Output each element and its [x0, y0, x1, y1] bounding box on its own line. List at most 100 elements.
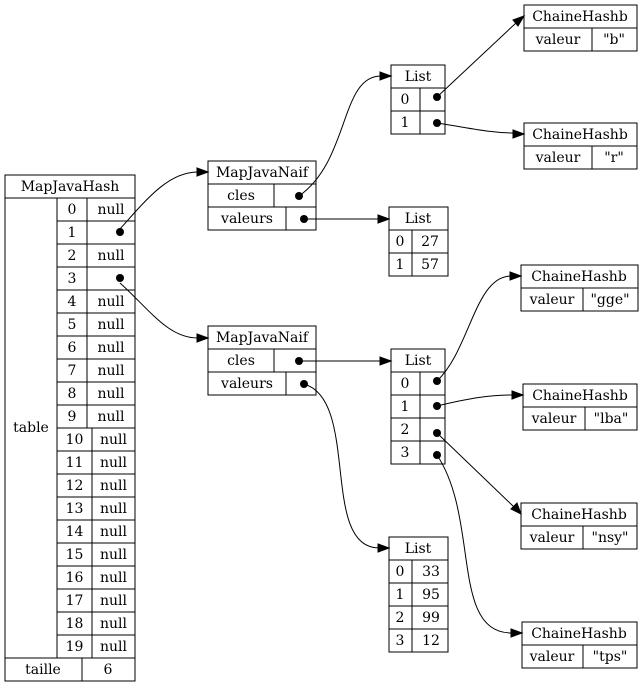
list-vals-b-value: 99: [422, 610, 440, 626]
arrowhead: [377, 214, 391, 224]
bucket-value-cell: [86, 220, 136, 245]
bucket-null: null: [100, 547, 128, 563]
chaine-title: ChaineHashb: [531, 269, 627, 285]
list-keys-a-index: 0: [401, 92, 410, 108]
map-java-naif-b-node: MapJavaNaif cles valeurs: [207, 325, 317, 396]
arrowhead: [512, 129, 526, 139]
list-keys-b-index: 3: [401, 445, 410, 461]
list-vals-b-index: 1: [396, 587, 405, 603]
arrowhead: [196, 333, 210, 343]
bucket-value-cell: [91, 634, 136, 659]
naif-a-keys-label: cles: [227, 188, 255, 204]
chaine-title: ChaineHashb: [531, 626, 627, 642]
arrowhead: [510, 628, 524, 638]
list-vals-b-index: 2: [396, 610, 405, 626]
map-java-naif-a-node: MapJavaNaif cles valeurs: [207, 160, 317, 231]
bucket-null: null: [100, 616, 128, 632]
list-vals-a-index: 1: [396, 257, 405, 273]
list-keys-b-index: 2: [401, 422, 410, 438]
list-vals-b-index: 0: [396, 564, 405, 580]
edge-key-lba: [436, 394, 514, 407]
bucket-value-cell: [86, 266, 136, 291]
list-vals-a-value: 57: [421, 257, 439, 273]
edge-key-gge: [436, 275, 512, 382]
naif-a-values-label: valeurs: [220, 211, 273, 227]
arrowhead: [512, 15, 526, 27]
bucket-null: null: [100, 478, 128, 494]
list-vals-b-value: 33: [422, 564, 440, 580]
bucket-index: 12: [66, 478, 84, 494]
chaine-value: "gge": [590, 292, 629, 308]
edges: [119, 15, 526, 638]
bucket-null: null: [98, 317, 126, 333]
chaine-hashb-node: ChaineHashb valeur "b": [523, 4, 638, 52]
map-java-hash-title: MapJavaHash: [21, 179, 120, 195]
chaine-title: ChaineHashb: [532, 388, 628, 404]
chaine-hashb-node: ChaineHashb valeur "lba": [522, 383, 638, 431]
list-keys-a-node: List 0 1: [390, 64, 446, 135]
edge-naif-b-values: [303, 383, 380, 549]
size-value: 6: [104, 662, 113, 678]
chaine-label: valeur: [535, 150, 581, 166]
bucket-null: null: [100, 639, 128, 655]
bucket-index: 3: [68, 271, 77, 287]
bucket-index: 5: [68, 317, 77, 333]
list-vals-a-value: 27: [421, 234, 439, 250]
list-vals-a-index: 0: [396, 234, 405, 250]
chaine-title: ChaineHashb: [532, 9, 628, 25]
list-vals-b-value: 12: [422, 633, 440, 649]
bucket-index: 14: [66, 524, 84, 540]
list-keys-a-title: List: [405, 69, 432, 85]
bucket-index: 2: [68, 248, 77, 264]
arrowhead: [510, 502, 522, 516]
bucket-null: null: [98, 340, 126, 356]
list-keys-b-title: List: [405, 353, 432, 369]
table-label: table: [13, 420, 49, 436]
chaine-hashb-node: ChaineHashb valeur "r": [523, 122, 638, 170]
list-vals-b-node: List 0 33 1 95 2 99 3 12: [388, 536, 449, 653]
chaine-title: ChaineHashb: [531, 507, 627, 523]
size-label: taille: [25, 662, 61, 678]
bucket-null: null: [98, 363, 126, 379]
bucket-index: 17: [66, 593, 84, 609]
edge-key-b: [436, 22, 517, 98]
bucket-index: 11: [66, 455, 84, 471]
bucket-null: null: [100, 524, 128, 540]
bucket-index: 9: [68, 409, 77, 425]
edge-bucket-3: [119, 282, 199, 339]
list-keys-b-index: 0: [401, 376, 410, 392]
chaine-title: ChaineHashb: [532, 127, 628, 143]
bucket-pointer: [116, 228, 124, 236]
bucket-null: null: [98, 386, 126, 402]
list-keys-b-node: List 0 1 2 3: [390, 348, 446, 465]
bucket-index: 6: [68, 340, 77, 356]
chaine-value: "r": [604, 150, 624, 166]
bucket-index: 4: [68, 294, 77, 310]
bucket-index: 16: [66, 570, 84, 586]
chaine-value: "b": [603, 32, 625, 48]
chaine-value: "tps": [593, 649, 628, 665]
chaine-value: "lba": [594, 411, 629, 427]
naif-b-keys-label: cles: [227, 353, 255, 369]
naif-a-title: MapJavaNaif: [216, 165, 310, 181]
edge-bucket-1: [119, 171, 199, 230]
bucket-index: 8: [68, 386, 77, 402]
bucket-null: null: [100, 501, 128, 517]
list-vals-b-value: 95: [422, 587, 440, 603]
bucket-index: 10: [66, 432, 84, 448]
arrowhead: [379, 356, 393, 366]
chaine-label: valeur: [535, 32, 581, 48]
chaine-label: valeur: [529, 292, 575, 308]
chaine-hashb-node: ChaineHashb valeur "gge": [520, 264, 639, 312]
edge-key-r: [436, 122, 515, 134]
bucket-index: 18: [66, 616, 84, 632]
bucket-null: null: [98, 248, 126, 264]
arrowhead: [511, 390, 525, 400]
list-vals-b-title: List: [405, 541, 432, 557]
naif-b-values-label: valeurs: [220, 376, 273, 392]
chaine-label: valeur: [531, 411, 577, 427]
bucket-null: null: [98, 202, 126, 218]
naif-b-title: MapJavaNaif: [216, 330, 310, 346]
edge-key-tps: [436, 454, 513, 634]
